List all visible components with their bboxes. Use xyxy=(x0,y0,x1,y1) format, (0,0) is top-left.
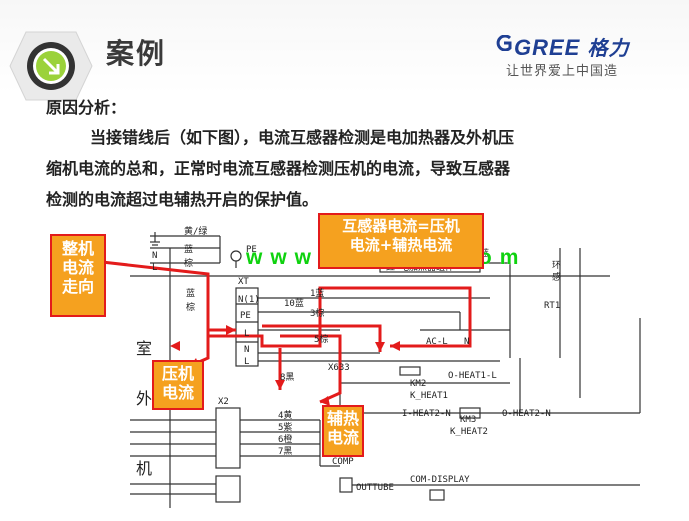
callout-line: 电流 xyxy=(326,428,359,447)
callout-line: 电流 xyxy=(161,383,194,402)
callout-compressor-current: 压机 电流 xyxy=(152,360,204,410)
callout-line: 互感器电流=压机 xyxy=(342,217,460,235)
label-wire: X633 xyxy=(328,363,350,373)
callout-line: 整机 xyxy=(61,239,94,258)
label-wire: 5棕 xyxy=(314,333,328,345)
paragraph-line: 检测的电流超过电辅热开启的保护值。 xyxy=(46,190,319,209)
label-relay: KM2 xyxy=(410,379,426,389)
label-wire: 8黑 xyxy=(280,372,294,383)
section-title: 原因分析： xyxy=(46,98,127,117)
callout-line: 辅热 xyxy=(326,409,359,428)
gree-mark-icon xyxy=(496,35,512,51)
paragraph-line: 当接错线后（如下图），电流互感器检测是电加热器及外机压 xyxy=(90,128,515,147)
label-pin: N xyxy=(152,251,157,261)
callout-line: 电流+辅热电流 xyxy=(349,236,453,254)
label-x2-wire: 5紫 xyxy=(278,422,292,433)
label-right: RT1 xyxy=(544,301,560,311)
callout-transformer-current: 互感器电流=压机 电流+辅热电流 xyxy=(318,213,484,269)
label-connector: X2 xyxy=(218,397,229,407)
wiring-diagram: 室 外 机 黄/绿 蓝 棕 PE N L XT N(1) PE L N L 蓝 … xyxy=(101,225,641,508)
label-relay: O-HEAT1-L xyxy=(448,371,497,381)
callout-line: 压机 xyxy=(161,364,194,383)
label-output: COMP xyxy=(332,457,354,467)
callout-line: 电流 xyxy=(61,258,94,277)
label-right: 环 xyxy=(552,260,561,271)
label-heater: AC-L xyxy=(426,337,448,347)
label-relay: K_HEAT2 xyxy=(450,427,488,437)
slide-badge xyxy=(8,28,94,104)
label-terminal: L xyxy=(244,329,249,339)
label-relay: O-HEAT2-N xyxy=(502,409,551,419)
label-wire: 棕 xyxy=(186,301,195,313)
label-wire: 蓝 xyxy=(184,243,193,255)
arrow-circle-icon xyxy=(9,31,93,101)
label-terminal: L xyxy=(244,357,249,367)
label-heater: N xyxy=(464,337,469,347)
label-output: COM-DISPLAY xyxy=(410,475,470,485)
label-wire: PE xyxy=(246,245,257,255)
label-x2-wire: 6橙 xyxy=(278,433,292,445)
label-terminal: PE xyxy=(240,311,251,321)
label-wire: 3棕 xyxy=(310,307,324,319)
label-pin: L xyxy=(152,263,157,273)
label-right: 蓝 xyxy=(480,247,489,259)
label-indoor-3: 机 xyxy=(136,459,152,478)
brand-slogan: 让世界爱上中国造 xyxy=(506,64,619,79)
label-terminal: N(1) xyxy=(238,295,260,305)
callout-heater-current: 辅热 电流 xyxy=(322,405,364,457)
label-indoor-2: 外 xyxy=(136,389,152,408)
page-title: 案例 xyxy=(106,37,167,70)
paragraph-line: 缩机电流的总和，正常时电流互感器检测压机的电流，导致互感器 xyxy=(46,159,511,178)
label-wire: 棕 xyxy=(184,257,193,269)
callout-line: 走向 xyxy=(61,277,94,296)
label-relay: K_HEAT1 xyxy=(410,391,448,401)
label-relay: I-HEAT2-N xyxy=(402,409,451,419)
label-terminal: N xyxy=(244,345,249,355)
analysis-paragraph: 当接错线后（如下图），电流互感器检测是电加热器及外机压 缩机电流的总和，正常时电… xyxy=(46,122,666,215)
label-wire: 10蓝 xyxy=(284,297,304,309)
label-terminal: XT xyxy=(238,277,249,287)
gree-logo: GREE 格力 让世界爱上中国造 xyxy=(496,32,676,92)
label-output: OUTTUBE xyxy=(356,483,394,493)
callout-total-current: 整机 电流 走向 xyxy=(50,234,106,317)
label-relay: KM3 xyxy=(460,415,476,425)
label-right: 感 xyxy=(552,271,561,283)
label-wire: 1蓝 xyxy=(310,287,324,299)
label-x2-wire: 7黑 xyxy=(278,446,292,457)
label-x2-wire: 4黄 xyxy=(278,409,292,421)
label-indoor-1: 室 xyxy=(136,339,152,358)
label-wire: 蓝 xyxy=(186,287,195,299)
brand-name: GREE 格力 xyxy=(514,35,630,60)
label-wire: 黄/绿 xyxy=(184,225,207,237)
